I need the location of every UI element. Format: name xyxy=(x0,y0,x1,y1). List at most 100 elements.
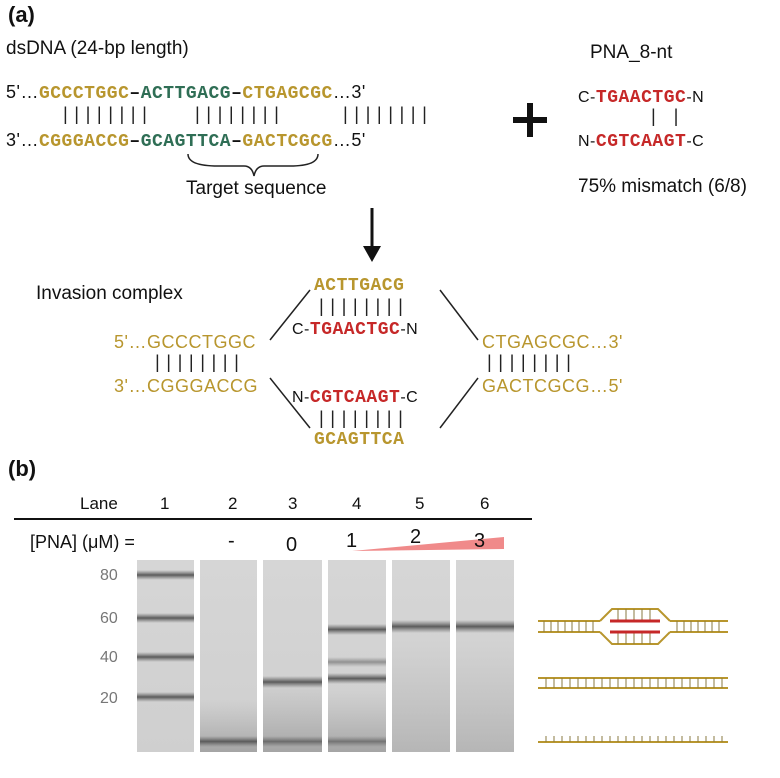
five-prime-end: 5'… xyxy=(6,82,39,102)
c-terminus: C- xyxy=(292,321,310,338)
c-terminus: -C xyxy=(400,389,419,406)
complex-pna-bottom: N-CGTCAAGT-C xyxy=(292,388,418,408)
schematic-dsdna-ticks xyxy=(545,678,723,688)
band-lane-3-ss xyxy=(263,736,322,747)
lane-number-3: 3 xyxy=(288,494,298,513)
bubble-line-bottom-left xyxy=(269,377,311,429)
pna-value-lane-3: 0 xyxy=(286,534,298,556)
smear-lane-6 xyxy=(456,640,514,752)
flank-right-bottom: GACTCGCG xyxy=(242,132,333,152)
complex-right-top: CTGAGCGC…3' xyxy=(482,332,623,354)
lane-header-label: Lane xyxy=(80,494,118,513)
ladder-mark-40: 40 xyxy=(100,649,118,666)
band-lane-6-complex xyxy=(456,620,514,633)
pna-bottom-seq: CGTCAAGT xyxy=(595,132,687,152)
ladder-mark-60: 60 xyxy=(100,610,118,627)
complex-right-bottom-seq: GACTCGCG…5' xyxy=(482,376,623,396)
pna-value-lane-4: 1 xyxy=(346,530,358,552)
complex-pna-top: C-TGAACTGC-N xyxy=(292,320,418,340)
target-brace xyxy=(187,153,319,177)
reaction-arrow-head xyxy=(363,246,381,262)
three-prime-end: …3' xyxy=(332,82,366,102)
dsdna-top-strand: 5'…GCCCTGGC–ACTTGACG–CTGAGCGC…3' xyxy=(6,82,366,104)
schematic-complex-ticks xyxy=(543,609,720,644)
dsdna-bottom-strand: 3'…CGGGACCG–GCAGTTCA–GACTCGCG…5' xyxy=(6,130,366,152)
pna-value-lane-6: 3 xyxy=(474,530,486,552)
pna-bottom-strand: N-CGTCAAGT-C xyxy=(578,132,704,152)
ladder-band-40 xyxy=(137,652,194,662)
complex-left-top-seq: 5'…GCCCTGGC xyxy=(114,332,256,352)
pna-concentration-label: [PNA] (μM) = xyxy=(30,532,135,552)
complex-pna-top-seq: TGAACTGC xyxy=(309,320,401,340)
complex-left-top: 5'…GCCCTGGC xyxy=(114,332,256,354)
n-terminus: -N xyxy=(400,321,419,338)
complex-right-top-seq: CTGAGCGC…3' xyxy=(482,332,623,352)
three-prime-end: 3'… xyxy=(6,130,39,150)
n-terminus: -N xyxy=(686,89,705,106)
c-terminus: -C xyxy=(686,133,705,150)
band-lane-4-ds xyxy=(328,673,386,684)
panel-a-label: (a) xyxy=(8,2,35,27)
band-lane-4-ss xyxy=(328,736,386,747)
plus-vertical xyxy=(527,103,533,137)
complex-bottom-bars: |||||||| xyxy=(316,410,407,430)
target-bottom: GCAGTTCA xyxy=(140,132,232,152)
pair-bars-left: |||||||| xyxy=(60,106,151,126)
ladder-band-20 xyxy=(137,692,194,702)
schematic-dsdna xyxy=(538,677,728,689)
band-lane-4-complex xyxy=(328,624,386,635)
complex-right-bars: |||||||| xyxy=(484,354,575,374)
ladder-mark-80: 80 xyxy=(100,567,118,584)
dash: – xyxy=(129,84,141,104)
target-sequence-label: Target sequence xyxy=(186,178,327,199)
band-lane-5-complex xyxy=(392,620,450,633)
dsdna-title: dsDNA (24-bp length) xyxy=(6,38,189,59)
pna-title: PNA_8-nt xyxy=(590,42,673,63)
lane-number-6: 6 xyxy=(480,494,490,513)
target-top: ACTTGACG xyxy=(140,84,232,104)
schematic-invasion-complex xyxy=(538,608,728,645)
dash: – xyxy=(231,132,243,152)
invasion-complex-title: Invasion complex xyxy=(36,283,183,304)
band-lane-2-ss xyxy=(200,736,257,747)
ladder-mark-20: 20 xyxy=(100,690,118,707)
bubble-line-top-right xyxy=(439,289,479,341)
complex-bottom-seq: GCAGTTCA xyxy=(314,430,405,450)
flank-left-bottom: CGGGACCG xyxy=(38,132,130,152)
pna-pair-bars: | | xyxy=(648,108,682,128)
lane-number-1: 1 xyxy=(160,494,170,513)
n-terminus: N- xyxy=(578,133,596,150)
c-terminus: C- xyxy=(578,89,596,106)
lane-number-4: 4 xyxy=(352,494,362,513)
smear-lane-5 xyxy=(392,640,450,752)
flank-right-top: CTGAGCGC xyxy=(242,84,333,104)
n-terminus: N- xyxy=(292,389,310,406)
complex-pna-bottom-seq: CGTCAAGT xyxy=(309,388,401,408)
pna-top-seq: TGAACTGC xyxy=(595,88,687,108)
dash: – xyxy=(129,132,141,152)
bubble-line-bottom-right xyxy=(439,377,479,429)
lane-number-5: 5 xyxy=(415,494,425,513)
dash: – xyxy=(231,84,243,104)
pair-bars-right: |||||||| xyxy=(340,106,431,126)
ladder-band-80 xyxy=(137,570,194,580)
pna-top-strand: C-TGAACTGC-N xyxy=(578,88,704,108)
complex-top-seq: ACTTGACG xyxy=(314,276,405,296)
complex-left-bars: |||||||| xyxy=(152,354,243,374)
pair-bars-mid: |||||||| xyxy=(192,106,283,126)
mismatch-label: 75% mismatch (6/8) xyxy=(578,176,747,197)
lane-number-2: 2 xyxy=(228,494,238,513)
ladder-band-60 xyxy=(137,613,194,623)
complex-right-bottom: GACTCGCG…5' xyxy=(482,376,623,398)
band-lane-3-ds xyxy=(263,676,322,688)
complex-top-bars: |||||||| xyxy=(316,298,407,318)
bubble-line-top-left xyxy=(269,289,311,341)
pna-concentration-wedge xyxy=(352,537,504,551)
band-lane-4-mid xyxy=(328,657,386,667)
schematic-ssdna-ticks xyxy=(545,736,723,742)
panel-b-label: (b) xyxy=(8,456,37,481)
complex-left-bottom: 3'…CGGGACCG xyxy=(114,376,258,398)
flank-left-top: GCCCTGGC xyxy=(38,84,130,104)
